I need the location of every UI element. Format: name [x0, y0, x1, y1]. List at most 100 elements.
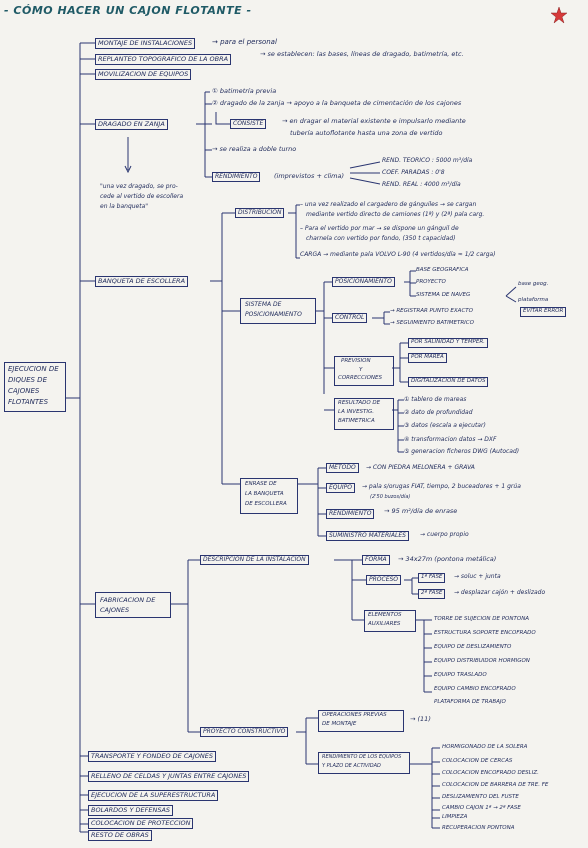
rendimiento-enrase-text: → 95 m²/día de enrase — [384, 507, 458, 515]
sistema-line-2: POSICIONAMIENTO — [245, 311, 302, 318]
rendimiento-note: (imprevistos + clima) — [274, 172, 345, 180]
node-montaje: MONTAJE DE INSTALACIONES — [95, 38, 196, 49]
aux-item: EQUIPO DE DESLIZAMIENTO — [434, 644, 512, 650]
node-replanteo: REPLANTEO TOPOGRAFICO DE LA OBRA — [95, 54, 232, 65]
node-dragado: DRAGADO EN ZANJA — [95, 119, 168, 130]
suministro-text: → cuerpo propio — [420, 531, 469, 538]
node-resto: RESTO DE OBRAS — [88, 830, 152, 841]
node-rendimiento-enrase: RENDIMIENTO — [326, 509, 375, 519]
node-elementos-auxiliares: ELEMENTOS AUXILIARES — [364, 610, 416, 632]
node-fase-2: 2ª FASE — [418, 589, 446, 599]
node-proceso: PROCESO — [366, 575, 402, 585]
node-proyecto-constructivo: PROYECTO CONSTRUCTIVO — [200, 727, 289, 737]
resultado-line-2: LA INVESTIG. — [338, 409, 375, 415]
root-line-1: EJECUCION DE — [8, 365, 59, 373]
resultado-2: ② dato de profundidad — [404, 409, 473, 416]
rend-item: COLOCACION DE CERCAS — [442, 758, 513, 764]
rend-real: REND. REAL : 4000 m³/día — [382, 181, 461, 188]
enrase-line-1: ENRASE DE — [245, 481, 277, 487]
dragado-doble-turno: → se realiza a doble turno — [212, 145, 297, 153]
control-seguimiento: → SEGUIMIENTO BATIMETRICO — [390, 320, 474, 326]
dist-1a: – una vez realizado el cargadero de gáng… — [300, 201, 477, 208]
rend-coef: COEF. PARADAS : 0'8 — [382, 169, 445, 176]
node-colocacion: COLOCACION DE PROTECCION — [88, 818, 194, 829]
aux-item: ESTRUCTURA SOPORTE ENCOFRADO — [434, 630, 536, 636]
node-metodo: METODO — [326, 463, 359, 473]
operaciones-note: → (11) — [410, 715, 431, 723]
resultado-3: ③ datos (escala a ejecutar) — [404, 422, 486, 429]
fase-2-text: → desplazar cajón + deslizado — [454, 589, 546, 596]
resultado-1: ① tablero de mareas — [404, 396, 467, 403]
control-registrar: → REGISTRAR PUNTO EXACTO — [390, 308, 473, 314]
operaciones-line-1: OPERACIONES PREVIAS — [322, 712, 387, 718]
prevision-line-2: Y — [359, 367, 363, 373]
node-fabricacion: FABRICACION DE CAJONES — [95, 592, 171, 618]
node-relleno: RELLENO DE CELDAS Y JUNTAS ENTRE CAJONES — [88, 771, 250, 782]
aux-item: TORRE DE SUJECION DE PONTONA — [434, 616, 530, 622]
node-forma: FORMA — [362, 555, 390, 565]
node-distribucion: DISTRIBUCION — [235, 208, 285, 218]
node-consiste: CONSISTE — [230, 119, 267, 129]
node-prevision: PREVISION Y CORRECCIONES — [334, 356, 394, 386]
node-superestructura: EJECUCION DE LA SUPERESTRUCTURA — [88, 790, 219, 801]
aux-item: EQUIPO DISTRIBUIDOR HORMIGON — [434, 658, 530, 664]
forma-text: → 34x27m (pontona metálica) — [398, 555, 497, 563]
aux-item: EQUIPO CAMBIO ENCOFRADO — [434, 686, 516, 692]
pos-plataforma: plataforma — [518, 297, 549, 303]
prevision-marea: POR MAREA — [408, 353, 447, 363]
aux-item: EQUIPO TRASLADO — [434, 672, 487, 678]
resultado-line-3: BATIMETRICA — [338, 418, 375, 424]
node-resultado: RESULTADO DE LA INVESTIG. BATIMETRICA — [334, 398, 394, 430]
node-rendimiento-dragado: RENDIMIENTO — [212, 172, 261, 182]
dist-carga: CARGA → mediante pala VOLVO L-90 (4 vert… — [300, 251, 496, 258]
node-descripcion-instalacion: DESCRIPCION DE LA INSTALACION — [200, 555, 309, 565]
node-transporte: TRANSPORTE Y FONDEO DE CAJONES — [88, 751, 216, 762]
rend-item: COLOCACION ENCOFRADO DESLIZ. — [442, 770, 539, 776]
resultado-line-1: RESULTADO DE — [338, 400, 381, 406]
pos-proyecto: PROYECTO — [416, 279, 446, 285]
prevision-line-3: CORRECCIONES — [338, 375, 382, 381]
note-montaje: → para el personal — [212, 38, 277, 46]
equipo-text: → pala s/orugas FIAT, tiempo, 2 buceador… — [362, 483, 521, 490]
side-note-1: "una vez dragado, se pro- — [100, 183, 178, 190]
resultado-4: ④ transformacion datos → DXF — [404, 436, 497, 443]
node-posicionamiento: POSICIONAMIENTO — [332, 277, 395, 287]
node-operaciones-previas: OPERACIONES PREVIAS DE MONTAJE — [318, 710, 404, 732]
fase-1-text: → soluc + junta — [454, 573, 501, 580]
pos-base-geog: base geog. — [518, 281, 549, 287]
resultado-5: ⑤ generacion ficheros DWG (Autocad) — [404, 448, 520, 455]
rend-item: COLOCACION DE BARRERA DE TRE. FE — [442, 782, 549, 788]
fabricacion-line-2: CAJONES — [100, 606, 130, 614]
node-enrase: ENRASE DE LA BANQUETA DE ESCOLLERA — [240, 478, 298, 514]
rend-equipos-line-1: RENDIMIENTO DE LOS EQUIPOS — [322, 754, 402, 760]
rend-item: DESLIZAMIENTO DEL FUSTE — [442, 794, 519, 800]
dragado-item-1: ① batimetría previa — [212, 87, 277, 95]
node-banqueta: BANQUETA DE ESCOLLERA — [95, 276, 189, 287]
elementos-line-2: AUXILIARES — [368, 621, 401, 627]
root-node: EJECUCION DE DIQUES DE CAJONES FLOTANTES — [4, 362, 66, 412]
node-equipo: EQUIPO — [326, 483, 356, 493]
prevision-salinidad: POR SALINIDAD Y TEMPER. — [408, 338, 488, 348]
node-fase-1: 1ª FASE — [418, 573, 446, 583]
rend-teorico: REND. TEORICO : 5000 m³/día — [382, 157, 473, 164]
node-sistema-posicionamiento: SISTEMA DE POSICIONAMIENTO — [240, 298, 316, 324]
dist-2b: charnela con vertido por fondo, (350 t c… — [306, 235, 456, 242]
prevision-line-1: PREVISION — [341, 358, 371, 364]
operaciones-line-2: DE MONTAJE — [322, 721, 357, 727]
rend-equipos-line-2: Y PLAZO DE ACTIVIDAD — [322, 763, 381, 769]
page-title: - CÓMO HACER UN CAJON FLOTANTE - — [4, 4, 252, 17]
node-bolardos: BOLARDOS Y DEFENSAS — [88, 805, 174, 816]
enrase-line-2: LA BANQUETA — [245, 491, 284, 497]
node-rendimiento-equipos: RENDIMIENTO DE LOS EQUIPOS Y PLAZO DE AC… — [318, 752, 410, 774]
root-line-2: DIQUES DE — [8, 376, 47, 384]
side-note-2: cede al vertido de escollera — [100, 193, 184, 200]
control-evitar-error: EVITAR ERROR — [520, 307, 567, 317]
pos-base-geo: BASE GEOGRAFICA — [416, 267, 469, 273]
consiste-text-2: tubería autoflotante hasta una zona de v… — [290, 129, 443, 137]
aux-item: PLATAFORMA DE TRABAJO — [434, 699, 506, 705]
elementos-line-1: ELEMENTOS — [368, 612, 402, 618]
root-line-3: CAJONES — [8, 387, 40, 395]
equipo-note: (2'50 buzos/día) — [370, 494, 411, 500]
